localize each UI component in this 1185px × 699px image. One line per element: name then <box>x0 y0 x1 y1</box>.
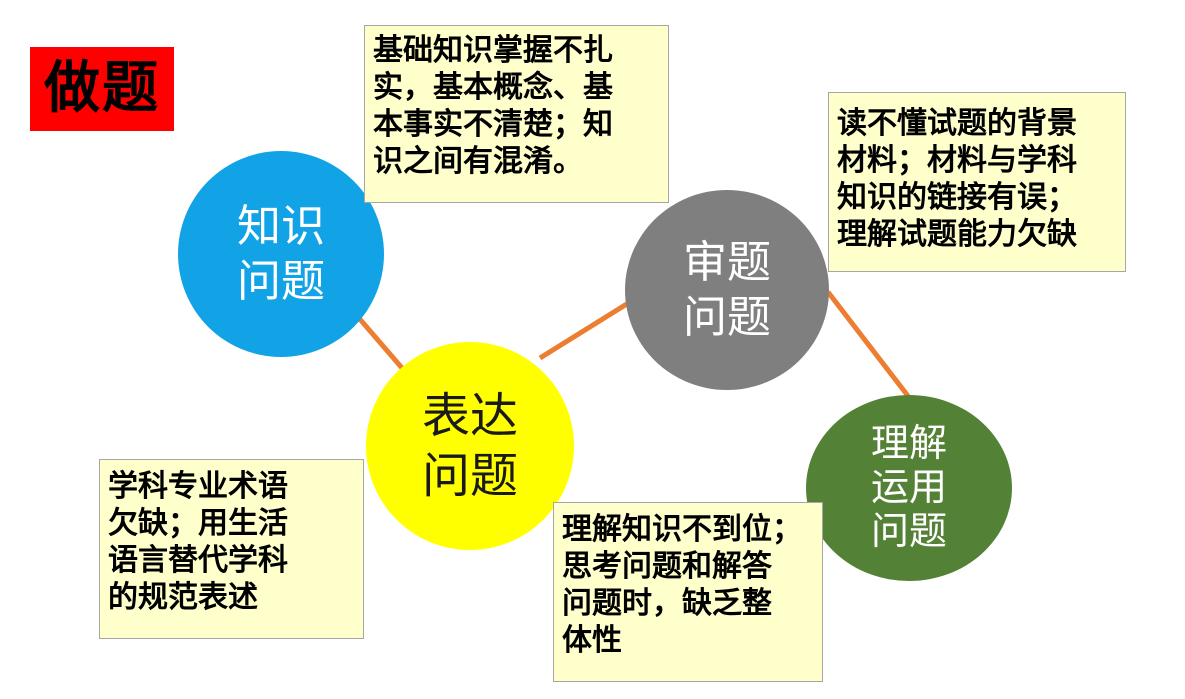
note-line: 语言替代学科 <box>108 543 288 578</box>
note-line: 本事实不清楚；知 <box>373 107 613 142</box>
node-label-line: 问题 <box>870 508 947 553</box>
note-line: 思考问题和解答 <box>562 549 772 584</box>
node-expression-problem: 表达 问题 <box>366 342 574 550</box>
node-label-line: 问题 <box>421 448 518 504</box>
node-label-line: 知识 <box>237 201 325 252</box>
note-line: 识之间有混淆。 <box>373 144 583 179</box>
note-line: 实，基本概念、基 <box>373 70 613 105</box>
title-banner: 做题 <box>30 47 174 131</box>
page-title: 做题 <box>44 56 160 121</box>
node-label-line: 审题 <box>683 237 771 288</box>
node-knowledge-problem: 知识 问题 <box>178 151 384 357</box>
node-label-line: 问题 <box>237 256 325 307</box>
note-line: 问题时，缺乏整 <box>562 586 772 621</box>
note-review: 读不懂试题的背景 材料；材料与学科 知识的链接有误； 理解试题能力欠缺 <box>828 92 1126 272</box>
note-line: 的规范表述 <box>108 580 258 615</box>
note-line: 体性 <box>562 623 622 658</box>
edge-review-application <box>826 290 910 398</box>
node-review-problem: 审题 问题 <box>625 190 829 390</box>
note-line: 材料；材料与学科 <box>837 143 1077 178</box>
note-application: 理解知识不到位； 思考问题和解答 问题时，缺乏整 体性 <box>553 502 823 682</box>
note-line: 读不懂试题的背景 <box>837 106 1077 141</box>
node-label-line: 表达 <box>421 388 518 444</box>
note-expression: 学科专业术语 欠缺；用生活 语言替代学科 的规范表述 <box>99 459 364 639</box>
note-line: 理解试题能力欠缺 <box>837 217 1077 252</box>
node-label-line: 理解 <box>870 421 947 466</box>
note-line: 基础知识掌握不扎 <box>373 33 613 68</box>
note-line: 学科专业术语 <box>108 469 288 504</box>
node-application-problem: 理解 运用 问题 <box>806 395 1012 581</box>
note-knowledge: 基础知识掌握不扎 实，基本概念、基 本事实不清楚；知 识之间有混淆。 <box>364 25 669 203</box>
note-line: 欠缺；用生活 <box>108 506 288 541</box>
note-line: 知识的链接有误； <box>837 180 1077 215</box>
node-label-line: 问题 <box>683 292 771 343</box>
edge-expression-review <box>538 299 632 361</box>
node-label-line: 运用 <box>870 465 947 510</box>
note-line: 理解知识不到位； <box>562 512 802 547</box>
